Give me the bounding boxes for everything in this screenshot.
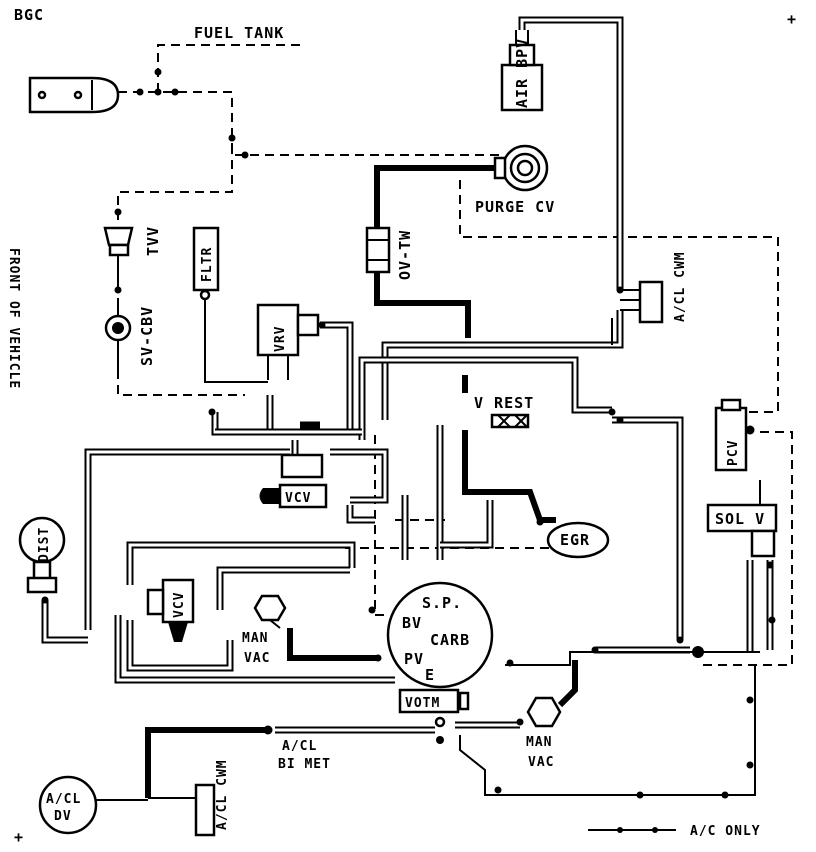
registration-mark-top: + (787, 10, 797, 28)
label-man-vac-right-2: VAC (528, 755, 554, 770)
tvv-valve (103, 226, 134, 290)
label-vcv-mid: VCV (285, 491, 311, 506)
label-pv: PV (404, 650, 424, 668)
carb (386, 581, 494, 689)
man-vac-right (526, 696, 562, 728)
acl-dv (38, 775, 148, 835)
egr-valve (546, 521, 610, 559)
vcv-mid-valve (259, 453, 328, 509)
air-bpv-valve (500, 30, 544, 112)
vrv-valve (256, 303, 320, 380)
label-acl-cwm-top: A/CL CWM (673, 251, 688, 322)
label-bv: BV (402, 614, 422, 632)
sol-v-solenoid (706, 485, 778, 558)
thin-hoses (204, 295, 761, 796)
label-acl-bimet-1: A/CL (282, 739, 317, 754)
legend-text: A/C ONLY (690, 824, 761, 839)
label-vcv-left: VCV (172, 592, 187, 618)
label-sv-cbv: SV-CBV (138, 306, 156, 366)
fltr-filter (192, 226, 220, 301)
label-fuel-tank: FUEL TANK (194, 24, 284, 42)
label-purge-cv: PURGE CV (475, 198, 555, 216)
registration-mark-bottom: + (14, 828, 24, 846)
acl-cwm-top (620, 280, 664, 324)
label-sol-v: SOL V (715, 510, 765, 528)
label-acl-cwm-bottom: A/CL CWM (215, 759, 230, 830)
vcv-left-valve (146, 578, 195, 642)
label-acl-dv-1: A/CL (46, 792, 81, 807)
label-ov-tw: OV-TW (396, 230, 414, 280)
label-air-bpv: AIR BPV (513, 38, 531, 108)
ov-tw-valve (365, 226, 391, 274)
label-fltr: FLTR (200, 247, 215, 282)
label-dist: DIST (37, 527, 52, 562)
votm-valve (398, 688, 470, 728)
acl-cwm-bottom (194, 783, 216, 837)
label-man-vac-right-1: MAN (526, 735, 552, 750)
pcv-valve (714, 398, 748, 472)
v-rest-restrictor (490, 413, 530, 429)
dist-distributor (18, 516, 66, 594)
label-pcv: PCV (726, 440, 741, 466)
label-egr: EGR (560, 531, 590, 549)
label-man-vac-left-1: MAN (242, 631, 268, 646)
label-acl-dv-2: DV (54, 809, 72, 824)
legend: A/C ONLY (588, 824, 761, 839)
front-of-vehicle-label: FRONT OF VEHICLE (6, 248, 21, 389)
heavy-hoses (145, 165, 578, 798)
label-v-rest: V REST (474, 394, 534, 412)
man-vac-left (253, 594, 287, 629)
purge-cv-valve (493, 144, 549, 192)
double-tubes (41, 16, 774, 734)
sv-cbv-valve (104, 298, 132, 370)
label-vrv: VRV (273, 326, 288, 352)
label-sp: S.P. (422, 594, 462, 612)
label-man-vac-left-2: VAC (244, 651, 270, 666)
label-carb: CARB (430, 631, 470, 649)
label-acl-bimet-2: BI MET (278, 757, 331, 772)
corner-label: BGC (14, 6, 44, 24)
label-e: E (425, 666, 435, 684)
fuel-canister (28, 76, 120, 114)
label-votm: VOTM (405, 696, 440, 711)
label-tvv: TVV (144, 226, 162, 256)
label-front-of-vehicle: FRONT OF VEHICLE (6, 248, 21, 389)
